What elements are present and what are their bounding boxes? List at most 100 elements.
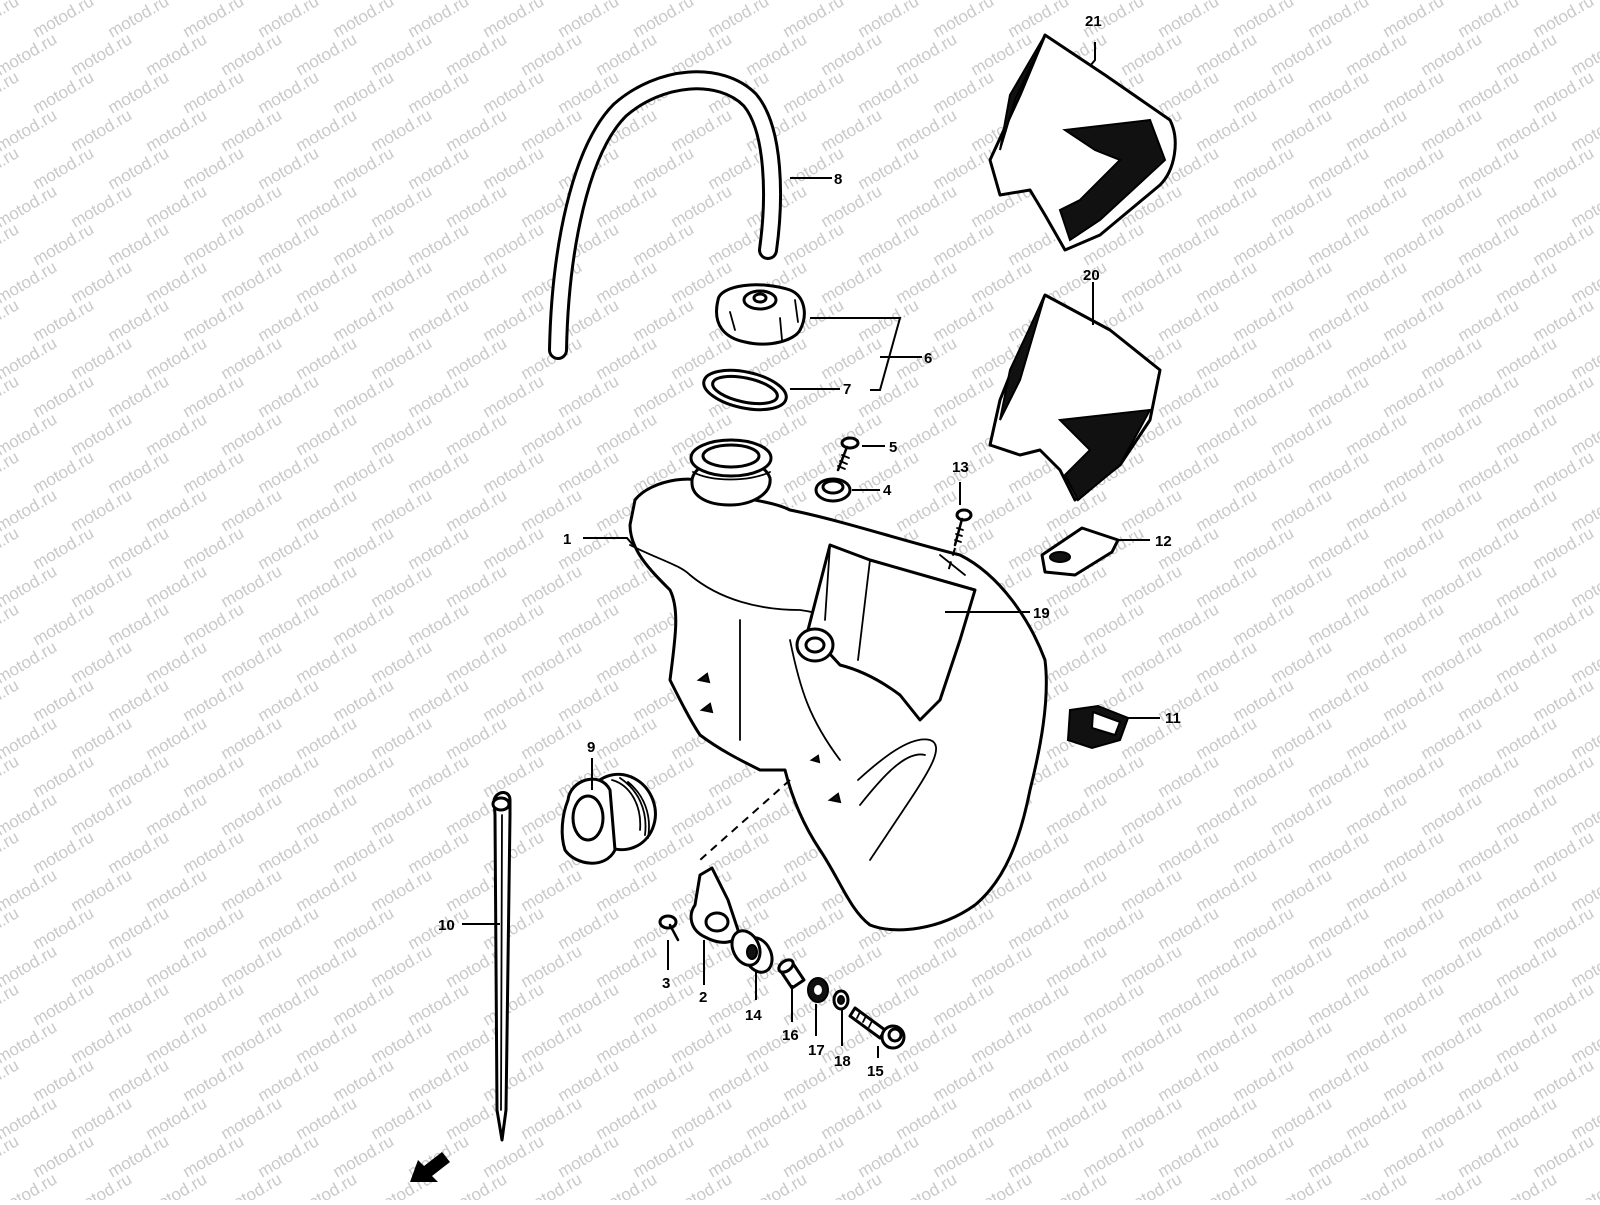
watermark-text: motod.ru bbox=[405, 143, 473, 193]
watermark-text: motod.ru bbox=[1305, 67, 1373, 117]
watermark-text: motod.ru bbox=[1343, 637, 1411, 687]
watermark-text: motod.ru bbox=[1043, 1169, 1111, 1200]
watermark-text: motod.ru bbox=[1343, 713, 1411, 763]
watermark-text: motod.ru bbox=[968, 1169, 1036, 1200]
watermark-text: motod.ru bbox=[255, 67, 323, 117]
watermark-text: motod.ru bbox=[105, 371, 173, 421]
watermark-text: motod.ru bbox=[105, 295, 173, 345]
watermark-text: motod.ru bbox=[518, 409, 586, 459]
watermark-text: motod.ru bbox=[1155, 295, 1223, 345]
watermark-text: motod.ru bbox=[893, 105, 961, 155]
watermark-text: motod.ru bbox=[893, 409, 961, 459]
watermark-text: motod.ru bbox=[1418, 1093, 1486, 1143]
watermark-text: motod.ru bbox=[893, 29, 961, 79]
watermark-text: motod.ru bbox=[180, 599, 248, 649]
watermark-text: motod.ru bbox=[405, 371, 473, 421]
strap-10 bbox=[493, 793, 510, 1141]
watermark-text: motod.ru bbox=[1343, 1093, 1411, 1143]
watermark-text: motod.ru bbox=[1268, 485, 1336, 535]
watermark-text: motod.ru bbox=[1193, 105, 1261, 155]
callout-17: 17 bbox=[808, 1042, 825, 1059]
watermark-text: motod.ru bbox=[143, 1093, 211, 1143]
watermark-text: motod.ru bbox=[1193, 1169, 1261, 1200]
watermark-text: motod.ru bbox=[518, 1017, 586, 1067]
watermark-text: motod.ru bbox=[330, 903, 398, 953]
watermark-text: motod.ru bbox=[218, 561, 286, 611]
watermark-text: motod.ru bbox=[30, 1131, 98, 1181]
watermark-text: motod.ru bbox=[1043, 789, 1111, 839]
watermark-text: motod.ru bbox=[1493, 333, 1561, 383]
watermark-text: motod.ru bbox=[105, 523, 173, 573]
watermark-text: motod.ru bbox=[593, 637, 661, 687]
callout-20: 20 bbox=[1083, 267, 1100, 284]
watermark-text: motod.ru bbox=[1230, 523, 1298, 573]
watermark-text: motod.ru bbox=[1380, 903, 1448, 953]
callout-13: 13 bbox=[952, 459, 969, 476]
callout-1: 1 bbox=[563, 531, 571, 548]
watermark-text: motod.ru bbox=[368, 561, 436, 611]
watermark-text: motod.ru bbox=[0, 67, 22, 117]
watermark-text: motod.ru bbox=[293, 713, 361, 763]
watermark-text: motod.ru bbox=[180, 295, 248, 345]
watermark-text: motod.ru bbox=[480, 1055, 548, 1105]
watermark-text: motod.ru bbox=[1043, 941, 1111, 991]
watermark-text: motod.ru bbox=[405, 219, 473, 269]
watermark-text: motod.ru bbox=[330, 143, 398, 193]
watermark-text: motod.ru bbox=[1268, 105, 1336, 155]
watermark-text: motod.ru bbox=[1305, 143, 1373, 193]
watermark-text: motod.ru bbox=[68, 29, 136, 79]
watermark-text: motod.ru bbox=[630, 371, 698, 421]
watermark-text: motod.ru bbox=[1230, 219, 1298, 269]
watermark-text: motod.ru bbox=[1005, 1055, 1073, 1105]
watermark-text: motod.ru bbox=[143, 941, 211, 991]
callout-3: 3 bbox=[662, 975, 670, 992]
watermark-text: motod.ru bbox=[330, 371, 398, 421]
watermark-text: motod.ru bbox=[368, 1017, 436, 1067]
watermark-text: motod.ru bbox=[518, 485, 586, 535]
watermark-text: motod.ru bbox=[30, 295, 98, 345]
watermark-text: motod.ru bbox=[255, 751, 323, 801]
watermark-text: motod.ru bbox=[218, 865, 286, 915]
watermark-text: motod.ru bbox=[1530, 827, 1598, 877]
watermark-text: motod.ru bbox=[968, 485, 1036, 535]
watermark-text: motod.ru bbox=[218, 181, 286, 231]
watermark-text: motod.ru bbox=[0, 219, 22, 269]
watermark-text: motod.ru bbox=[1455, 1055, 1523, 1105]
watermark-text: motod.ru bbox=[443, 409, 511, 459]
watermark-text: motod.ru bbox=[218, 1169, 286, 1200]
watermark-text: motod.ru bbox=[1305, 295, 1373, 345]
watermark-text: motod.ru bbox=[1268, 789, 1336, 839]
watermark-text: motod.ru bbox=[68, 561, 136, 611]
watermark-text: motod.ru bbox=[1043, 865, 1111, 915]
watermark-text: motod.ru bbox=[330, 1131, 398, 1181]
watermark-text: motod.ru bbox=[1305, 599, 1373, 649]
watermark-text: motod.ru bbox=[218, 1093, 286, 1143]
watermark-text: motod.ru bbox=[1343, 865, 1411, 915]
watermark-text: motod.ru bbox=[593, 409, 661, 459]
watermark-text: motod.ru bbox=[818, 181, 886, 231]
watermark-text: motod.ru bbox=[1343, 333, 1411, 383]
watermark-text: motod.ru bbox=[1193, 333, 1261, 383]
watermark-text: motod.ru bbox=[255, 447, 323, 497]
watermark-text: motod.ru bbox=[1493, 865, 1561, 915]
watermark-text: motod.ru bbox=[668, 789, 736, 839]
watermark-text: motod.ru bbox=[368, 713, 436, 763]
watermark-text: motod.ru bbox=[1418, 637, 1486, 687]
watermark-text: motod.ru bbox=[743, 29, 811, 79]
watermark-text: motod.ru bbox=[1005, 903, 1073, 953]
watermark-text: motod.ru bbox=[0, 523, 22, 573]
watermark-text: motod.ru bbox=[1080, 827, 1148, 877]
watermark-text: motod.ru bbox=[1455, 1131, 1523, 1181]
watermark-text: motod.ru bbox=[443, 485, 511, 535]
watermark-text: motod.ru bbox=[180, 523, 248, 573]
watermark-text: motod.ru bbox=[143, 637, 211, 687]
watermark-text: motod.ru bbox=[1193, 713, 1261, 763]
watermark-text: motod.ru bbox=[518, 1169, 586, 1200]
watermark-text: motod.ru bbox=[593, 257, 661, 307]
watermark-text: motod.ru bbox=[105, 1055, 173, 1105]
watermark-text: motod.ru bbox=[1305, 827, 1373, 877]
watermark-text: motod.ru bbox=[368, 181, 436, 231]
watermark-text: motod.ru bbox=[105, 599, 173, 649]
callout-9: 9 bbox=[587, 739, 595, 756]
watermark-text: motod.ru bbox=[330, 295, 398, 345]
